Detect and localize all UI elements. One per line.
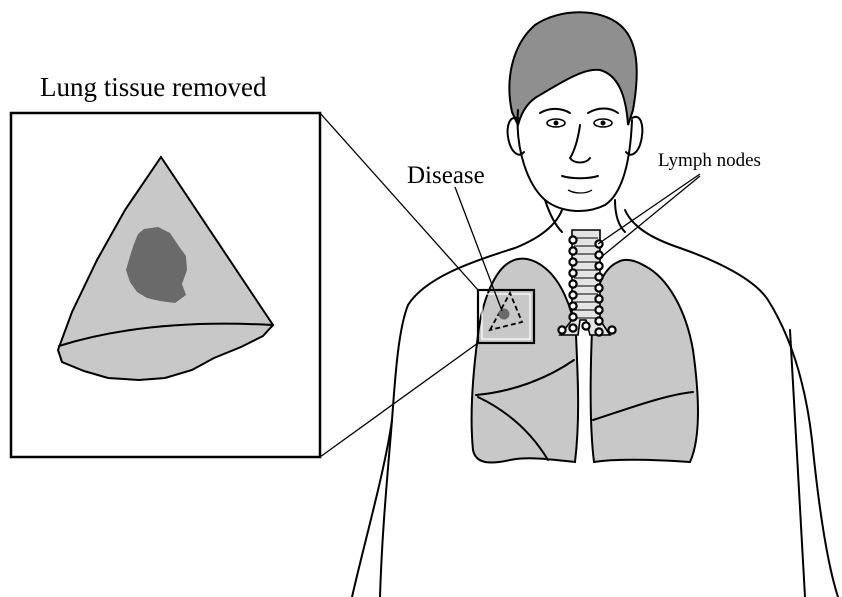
lymph-node (582, 322, 589, 329)
lymph-node (558, 326, 565, 333)
lymph-node (595, 262, 602, 269)
lymph-node (569, 291, 576, 298)
lymph-node (608, 326, 615, 333)
arm-line-left (380, 420, 392, 597)
eyebrow-left (540, 109, 570, 113)
chin (568, 190, 592, 193)
lymph-node (595, 295, 602, 302)
eyebrow-right (588, 109, 618, 114)
lymph-node (595, 284, 602, 291)
face-outline (518, 110, 632, 211)
lymph-node (569, 302, 576, 309)
pupil-right (601, 121, 606, 126)
lymph-node (595, 317, 602, 324)
lymph-node (569, 269, 576, 276)
head (508, 12, 643, 232)
lymph-node (595, 273, 602, 280)
ear-left (508, 118, 524, 155)
lymph-nodes-leader-2 (600, 176, 700, 258)
lymph-node (569, 280, 576, 287)
lymph-node (595, 328, 602, 335)
chest-tumor (499, 309, 510, 320)
removed-tissue-inset (11, 113, 320, 457)
left-lung (591, 260, 698, 462)
hair (509, 12, 636, 125)
lymph-node (569, 324, 576, 331)
tissue-removed-title: Lung tissue removed (40, 72, 267, 102)
inset-connector-top (320, 113, 478, 290)
pupil-left (554, 121, 559, 126)
lymph-node (569, 236, 576, 243)
nose (570, 125, 590, 163)
inset-connector-bottom (320, 343, 478, 457)
lymph-node (595, 306, 602, 313)
lymph-node (569, 258, 576, 265)
lymph-node (569, 247, 576, 254)
mouth (562, 176, 598, 178)
lymph-nodes-label: Lymph nodes (658, 150, 761, 171)
lymph-node (569, 313, 576, 320)
disease-label: Disease (407, 162, 485, 189)
